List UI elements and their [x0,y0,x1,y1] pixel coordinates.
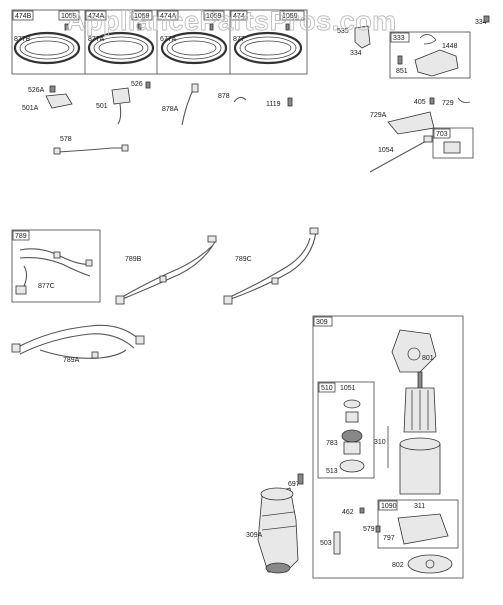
pinion-783 [341,429,363,443]
label-789C: 789C [235,256,252,263]
label-333: 333 [393,35,405,42]
armature-coil-677A [160,31,228,65]
label-474: 474 [233,13,245,20]
label-1119: 1119 [266,101,281,108]
label-801: 801 [422,355,434,362]
label-503: 503 [320,540,332,547]
label-729: 729 [442,100,454,107]
switch-333 [414,49,459,77]
box-703 [432,127,474,159]
label-1051: 1051 [340,385,356,392]
switch-box-333 [389,31,471,79]
harness-789C [227,231,317,301]
label-311: 311 [414,503,425,510]
end-plate-802 [407,554,453,574]
label-579: 579 [363,526,375,533]
label-878: 878 [218,93,230,100]
label-789B: 789B [125,256,142,263]
collar-513 [339,459,365,473]
label-535: 535 [337,28,349,35]
label-309: 309 [316,319,328,326]
label-501A: 501A [22,105,39,112]
cable-tie-1054 [369,139,429,173]
label-1059-b: 1059 [134,13,150,20]
harness-group: 789 877C 789B 789C 789A [11,227,319,364]
armature-coil-877B [13,31,81,65]
module-501 [111,87,131,105]
label-1059: 1059 [61,13,77,20]
end-cap-801 [391,329,437,373]
housing [399,443,441,495]
label-877: 877 [233,36,245,43]
wire-878A [181,87,195,126]
label-578: 578 [60,136,72,143]
harness-789A [15,324,141,349]
label-526: 526 [131,81,143,88]
harness-789B [119,239,217,301]
label-1059-c: 1059 [206,13,222,20]
label-797: 797 [383,535,395,542]
label-310: 310 [374,439,386,446]
wire-578 [57,147,124,153]
armature-coil-877A [87,31,155,65]
drive-box-510 [317,381,375,479]
label-1059-d: 1059 [282,13,298,20]
armature-group: 474B 1059 474A 1059 474A 1059 474 1059 [11,9,308,75]
label-513: 513 [326,468,338,475]
baffle-729A [387,111,435,135]
brush-plate [397,513,449,545]
harness-box-789 [11,229,101,303]
label-334-b: 334 [350,50,362,57]
label-729A: 729A [370,112,387,119]
brush-box-1090 [377,499,459,549]
label-783: 783 [326,440,338,447]
label-474A-b: 474A [160,13,177,20]
label-851: 851 [396,68,408,75]
misc-parts-row: 526A 501A 526 501 878A 878 1119 578 [22,81,293,155]
label-526A: 526A [28,87,45,94]
starter-assembly-309A: 697 309A [246,473,304,574]
bracket-535 [354,25,371,49]
armature-group-box [11,9,308,75]
label-877B: 877B [14,36,31,43]
label-677A: 677A [160,36,177,43]
label-309A: 309A [246,532,263,539]
label-405: 405 [414,99,426,106]
label-697: 697 [288,481,300,488]
tube-503 [333,531,341,555]
label-703: 703 [436,131,448,138]
watermark: AppliancePartsPros.com [66,6,397,36]
label-789A: 789A [63,357,80,364]
starter-box-309 [312,315,464,579]
label-877A: 877A [88,36,105,43]
label-334-a: 334 [475,19,487,26]
clip-878 [233,96,247,103]
armature-coil-877 [233,31,303,65]
clip-501A [45,93,73,109]
label-877C: 877C [38,283,55,290]
label-474A: 474A [88,13,105,20]
label-510: 510 [321,385,333,392]
label-474B: 474B [15,13,32,20]
part-703 [443,141,461,154]
label-789: 789 [15,233,27,240]
switch-group: 334 535 334 333 1448 851 [337,15,490,79]
label-501: 501 [96,103,108,110]
label-1090: 1090 [381,503,397,510]
label-878A: 878A [162,106,179,113]
label-462: 462 [342,509,354,516]
baffle-group: 405 729 729A 1054 703 [369,97,474,173]
label-1448: 1448 [442,43,458,50]
label-1054: 1054 [378,147,394,154]
starter-group: 309 801 510 1051 783 513 310 462 1090 [312,315,464,579]
label-802: 802 [392,562,404,569]
